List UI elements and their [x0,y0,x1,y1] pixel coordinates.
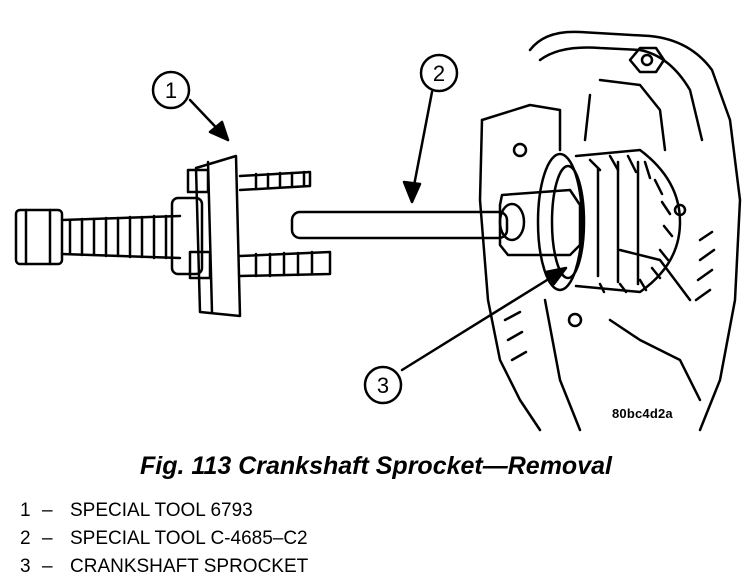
callout-1 [151,70,230,142]
special-tool-6793 [14,154,332,318]
legend-description: SPECIAL TOOL 6793 [70,500,253,521]
legend-description: CRANKSHAFT SPROCKET [70,556,309,577]
callout-3-number: 3 [377,373,389,398]
callout-3 [363,266,568,405]
crankshaft-sprocket [536,148,682,294]
legend-separator: – [42,500,53,521]
legend-number: 2 [20,528,31,549]
crankshaft-sprocket-removal-illustration: 1 2 3 [14,30,742,432]
legend-separator: – [42,556,53,577]
image-code: 80bc4d2a [612,406,673,421]
callout-1-number: 1 [165,78,177,103]
legend-description: SPECIAL TOOL C-4685–C2 [70,528,308,549]
legend-separator: – [42,528,53,549]
callout-2-number: 2 [433,61,445,86]
engine-block [478,30,742,432]
legend-number: 3 [20,556,31,577]
legend-item: 2–SPECIAL TOOL C-4685–C2 [20,525,308,553]
callout-2 [402,53,459,204]
legend-number: 1 [20,500,31,521]
legend-item: 3–CRANKSHAFT SPROCKET [20,553,308,581]
figure-caption: Fig. 113 Crankshaft Sprocket—Removal [140,452,612,480]
legend-item: 1–SPECIAL TOOL 6793 [20,497,308,525]
special-tool-c4685-c2 [290,188,582,257]
callout-legend: 1–SPECIAL TOOL 6793 2–SPECIAL TOOL C-468… [20,497,308,581]
